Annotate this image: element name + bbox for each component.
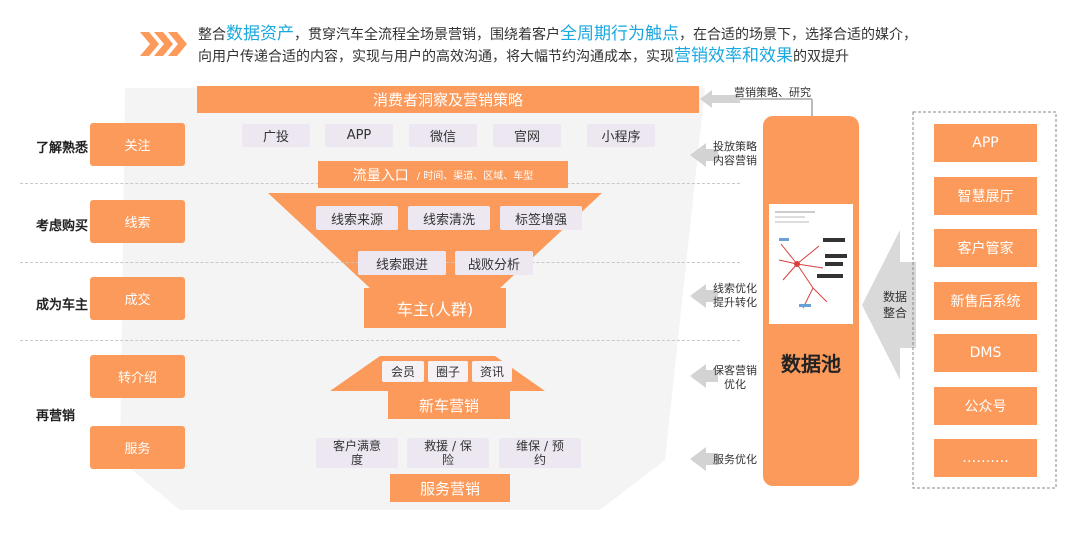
arrow-label-service: 服务优化 — [713, 453, 757, 466]
service-marketing-bar: 服务营销 — [390, 474, 510, 502]
header-text: 的双提升 — [793, 49, 849, 65]
stage-label-remarketing: 再营销 — [36, 409, 76, 424]
lead-chip: 战败分析 — [455, 251, 533, 275]
service-chip: 维保 / 预约 — [499, 438, 581, 468]
arrow-icon-3 — [690, 284, 718, 308]
stage-box-deal: 成交 — [90, 277, 185, 320]
source-box-butler: 客户管家 — [934, 229, 1037, 267]
mindmap-icon — [775, 211, 847, 309]
stage-label-consider: 考虑购买 — [36, 219, 89, 234]
channel-chip: 官网 — [493, 124, 561, 147]
source-box-more: ………. — [934, 439, 1037, 477]
integration-label: 数据整合 — [883, 290, 908, 320]
stage-box-service: 服务 — [90, 426, 185, 469]
traffic-entry-label: 流量入口 — [352, 167, 409, 184]
channel-chip: APP — [325, 124, 393, 147]
stage-box-referral: 转介绍 — [90, 355, 185, 398]
lead-chip: 线索来源 — [316, 206, 398, 230]
arrow-icon-1 — [700, 90, 740, 108]
channel-chip: 微信 — [409, 124, 477, 147]
integration-arrow — [862, 230, 916, 380]
stage-divider — [20, 340, 740, 341]
source-box-official-account: 公众号 — [934, 387, 1037, 425]
header-text: 整合 — [198, 27, 226, 43]
traffic-entry-bar: 流量入口 / 时间、渠道、区域、车型 — [318, 161, 568, 188]
header-line-1: 整合数据资产，贯穿汽车全流程全场景营销，围绕着客户全周期行为触点，在合适的场景下… — [198, 24, 917, 45]
source-box-app: APP — [934, 124, 1037, 162]
source-box-aftersales: 新售后系统 — [934, 282, 1037, 320]
arrow-icon-5 — [690, 447, 718, 471]
lead-chip: 线索跟进 — [358, 251, 446, 275]
chevron-arrows-icon — [140, 30, 188, 58]
data-pool-screenshot — [769, 204, 853, 324]
data-pool-panel: 数据池 — [763, 116, 859, 486]
new-car-tag: 资讯 — [472, 361, 512, 382]
owner-group-box: 车主(人群) — [364, 288, 506, 328]
source-box-dms: DMS — [934, 334, 1037, 372]
lead-chip: 标签增强 — [500, 206, 582, 230]
header-highlight: 营销效率和效果 — [674, 46, 793, 66]
stage-label-familiar: 了解熟悉 — [36, 141, 89, 156]
new-car-marketing-bar: 新车营销 — [388, 391, 510, 419]
header-highlight: 全周期行为触点 — [560, 24, 679, 44]
arrow-icon-4 — [690, 364, 718, 388]
consumer-insight-bar: 消费者洞察及营销策略 — [197, 86, 699, 113]
new-car-tag: 圈子 — [428, 361, 468, 382]
stage-label-owner: 成为车主 — [36, 298, 89, 313]
service-chip: 客户满意度 — [316, 438, 398, 468]
source-box-showroom: 智慧展厅 — [934, 177, 1037, 215]
arrow-icon-2 — [690, 143, 718, 167]
header-highlight: 数据资产 — [226, 24, 294, 44]
data-pool-label: 数据池 — [781, 352, 841, 376]
header-text: 向用户传递合适的内容，实现与用户的高效沟通，将大幅节约沟通成本，实现 — [198, 49, 674, 65]
lead-chip: 线索清洗 — [408, 206, 490, 230]
arrow-label-placement: 投放策略内容营销 — [713, 140, 757, 167]
stage-box-lead: 线索 — [90, 200, 185, 243]
sources-container — [912, 111, 1057, 489]
arrow-label-leads: 线索优化提升转化 — [713, 282, 757, 309]
channel-chip: 广投 — [242, 124, 310, 147]
arrow-label-strategy: 营销策略、研究 — [734, 86, 811, 99]
header-text: ，贯穿汽车全流程全场景营销，围绕着客户 — [294, 27, 560, 43]
header-text: ，在合适的场景下，选择合适的媒介， — [679, 27, 917, 43]
new-car-tag: 会员 — [382, 361, 424, 382]
stage-box-follow: 关注 — [90, 123, 185, 166]
service-chip: 救援 / 保险 — [407, 438, 489, 468]
arrow-label-retention: 保客营销优化 — [713, 364, 757, 391]
header-line-2: 向用户传递合适的内容，实现与用户的高效沟通，将大幅节约沟通成本，实现营销效率和效… — [198, 46, 849, 67]
channel-chip: 小程序 — [587, 124, 655, 147]
traffic-entry-sub: / 时间、渠道、区域、车型 — [416, 171, 534, 182]
